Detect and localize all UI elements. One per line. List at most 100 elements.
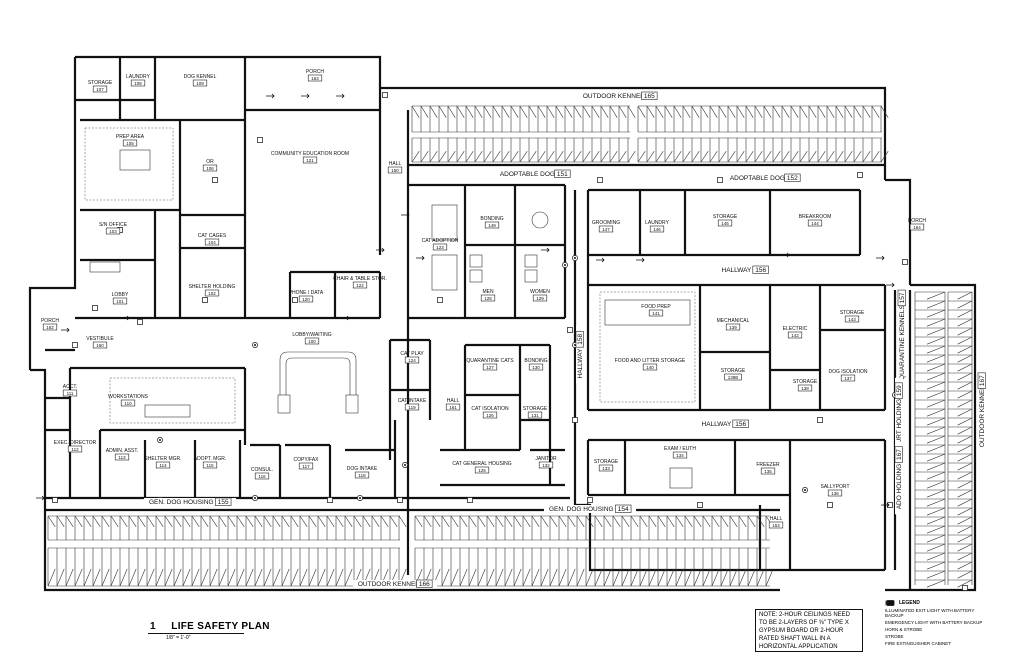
room-number-box: [254, 472, 270, 480]
kennel-gate: [630, 568, 639, 587]
kennel-gate: [957, 516, 973, 525]
room-name: SHELTER MGR.: [144, 456, 181, 462]
kennel-gate: [957, 444, 973, 453]
kennel-gate: [612, 515, 621, 527]
kennel-gate: [558, 515, 567, 527]
zone-number-box: [416, 579, 433, 588]
room-name: COMMUNITY EDUCATION ROOM: [271, 151, 349, 157]
kennel-gate: [718, 105, 727, 118]
room-number: 137: [844, 376, 852, 381]
room-number-box: [445, 403, 461, 411]
kennel-gate: [682, 151, 691, 163]
room-name: FOOD AND LITTER STORAGE: [615, 358, 686, 364]
kennel-gate: [926, 534, 946, 543]
kennel-gate: [513, 515, 522, 527]
fire-extinguisher-icon: [717, 177, 723, 183]
kennel-gate: [137, 515, 146, 527]
kennel-gate: [465, 151, 474, 163]
room-name: EXEC. DIRECTOR: [54, 440, 97, 446]
room-number-box: [204, 238, 220, 246]
kennel-gate: [522, 515, 531, 527]
room-name: CONSUL.: [251, 467, 273, 473]
kennel-gate: [957, 480, 973, 489]
fire-extinguisher-icon: [902, 259, 908, 265]
zone-name: ADO HOLDING: [896, 464, 903, 510]
kennel-gate: [549, 568, 558, 587]
room-number: 127: [486, 365, 494, 370]
kennel-gate: [957, 399, 973, 408]
kennel-gate: [209, 515, 218, 527]
kennel-gate: [926, 471, 946, 480]
kennel-gate: [573, 151, 582, 163]
kennel-gate: [501, 151, 510, 163]
room-number: 134: [676, 453, 684, 458]
kennel-gate: [603, 568, 612, 587]
room-number: 123: [436, 245, 444, 250]
room-number: 114: [159, 463, 167, 468]
legend-label: ILLUMINATED EXIT LIGHT WITH BATTERY BACK…: [885, 608, 975, 618]
room-number: 122: [356, 283, 364, 288]
kennel-gate: [666, 515, 675, 527]
kennel-gate: [254, 568, 263, 587]
kennel-gate: [727, 151, 736, 163]
strobe-icon: [574, 344, 576, 346]
room-number: 153: [772, 523, 780, 528]
room-number: 147: [602, 227, 610, 232]
kennel-gate: [957, 489, 973, 498]
fire-extinguisher-icon: [292, 297, 298, 303]
room-number: 101: [116, 299, 124, 304]
room-number-box: [840, 374, 856, 382]
kennel-gate: [483, 151, 492, 163]
kennel-gate: [738, 515, 747, 527]
room-number-box: [480, 294, 496, 302]
zone-number-box: [752, 265, 769, 274]
exit-light-icon: [401, 212, 410, 218]
kennel-gate: [612, 568, 621, 587]
kennel-gate: [438, 151, 447, 163]
kennel-gate: [711, 515, 720, 527]
room-tag: ADMIN. ASST.113: [106, 448, 139, 461]
room-tag: ADOPT. MGR.115: [194, 456, 226, 469]
kennel-gate: [308, 515, 317, 527]
kennel-gate: [627, 105, 636, 118]
exit-light-icon: [596, 257, 605, 263]
kennel-gate: [926, 390, 946, 399]
kennel-gate: [682, 105, 691, 118]
room-name: STORAGE: [840, 310, 865, 316]
kennel-gate: [637, 151, 646, 163]
kennel-gate: [182, 568, 191, 587]
zone-number-box: [554, 169, 571, 178]
kennel-gate: [926, 399, 946, 408]
room-number-box: [387, 166, 403, 174]
room-name: CHAIR & TABLE STOR.: [333, 276, 387, 282]
legend-title: LEGEND: [899, 600, 920, 606]
room-name: ADMIN. ASST.: [106, 448, 139, 454]
zone-name: HALLWAY: [722, 267, 753, 274]
room-number-box: [844, 315, 860, 323]
room-number: 102: [208, 291, 216, 296]
kennel-gate: [308, 568, 317, 587]
room-number-box: [474, 466, 490, 474]
kennel-gate: [486, 515, 495, 527]
room-name: HALL: [447, 398, 460, 404]
kennel-gate: [844, 105, 853, 118]
room-number-box: [92, 341, 108, 349]
zone-name: GEN. DOG HOUSING: [149, 499, 214, 506]
room-number: 135: [764, 469, 772, 474]
room-number-box: [298, 295, 314, 303]
kennel-gate: [429, 105, 438, 118]
room-name: CAT GENERAL HOUSING: [452, 461, 511, 467]
kennel-gate: [398, 515, 407, 527]
fire-extinguisher-icon: [467, 497, 473, 503]
kennel-gate: [736, 105, 745, 118]
room-name: HALL: [770, 516, 783, 522]
room-name: OR: [206, 159, 214, 165]
kennel-gate: [420, 105, 429, 118]
kennel-gate: [957, 570, 973, 579]
room-number: 139: [729, 325, 737, 330]
